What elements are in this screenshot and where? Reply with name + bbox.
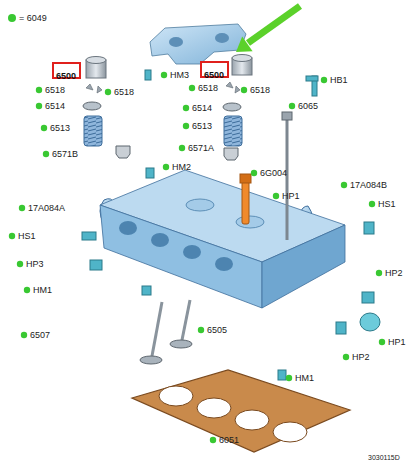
callout-dot [343, 354, 349, 360]
callout-number: HS1 [378, 198, 396, 210]
callout-number: 6513 [192, 120, 212, 132]
callout-dot [379, 339, 385, 345]
legend-text: = 6049 [19, 13, 47, 23]
callout-number: HM3 [170, 69, 189, 81]
callout-dots [9, 72, 385, 443]
callout-number: 6G004 [260, 167, 287, 179]
callout-dot [24, 287, 30, 293]
callout-dot [183, 123, 189, 129]
callout-number: 6518 [45, 84, 65, 96]
head-gasket [132, 370, 350, 452]
drawing-number: 3030115D [368, 452, 400, 464]
injector [240, 174, 251, 224]
callout-dot [17, 261, 23, 267]
callout-dot [105, 89, 111, 95]
callout-number: 6514 [45, 100, 65, 112]
head-bolt-head [282, 112, 292, 120]
callout-dot [21, 332, 27, 338]
callout-number: HP3 [26, 258, 44, 270]
callout-number: 6065 [298, 100, 318, 112]
callout-dot [321, 77, 327, 83]
callout-number: 6571B [52, 148, 78, 160]
callout-dot [36, 87, 42, 93]
valve [140, 300, 192, 364]
cylinder-head [100, 170, 345, 308]
callout-number: HM1 [33, 284, 52, 296]
callout-number: 6518 [198, 82, 218, 94]
callout-number: HM1 [295, 372, 314, 384]
pointer-arrow [236, 6, 300, 52]
callout-dot [241, 87, 247, 93]
callout-dot [189, 85, 195, 91]
callout-number: HS1 [18, 230, 36, 242]
callout-number: 6051 [219, 434, 239, 446]
callout-dot [369, 201, 375, 207]
valve-train-parts [83, 82, 242, 160]
callout-number: 6518 [114, 86, 134, 98]
callout-dot [289, 103, 295, 109]
callout-number: 6571A [188, 142, 214, 154]
callout-dot [161, 72, 167, 78]
tappet [86, 55, 252, 79]
callout-dot [163, 164, 169, 170]
callout-number: 6513 [50, 122, 70, 134]
callout-dot [179, 145, 185, 151]
callout-dot [273, 193, 279, 199]
highlighted-part-box: 6500 [52, 62, 81, 79]
callout-dot [286, 375, 292, 381]
callout-dot [251, 170, 257, 176]
plugs-and-bolts [82, 70, 380, 380]
callout-number: 6505 [207, 324, 227, 336]
callout-dot [376, 270, 382, 276]
callout-dot [41, 125, 47, 131]
callout-dot [19, 205, 25, 211]
highlighted-part-box: 6500 [200, 61, 229, 78]
callout-number: HP2 [385, 267, 403, 279]
legend-entry: = 6049 [8, 12, 47, 24]
callout-dot [9, 233, 15, 239]
callout-dot [43, 151, 49, 157]
callout-dot [341, 182, 347, 188]
callout-dot [210, 437, 216, 443]
part-number: 6500 [204, 70, 224, 81]
callout-number: 6518 [250, 84, 270, 96]
callout-number: 6507 [30, 329, 50, 341]
callout-number: HB1 [330, 74, 348, 86]
callout-number: HM2 [172, 161, 191, 173]
callout-dot [36, 103, 42, 109]
callout-number: HP2 [352, 351, 370, 363]
callout-dot [198, 327, 204, 333]
part-number: 6500 [56, 71, 76, 82]
head-bolt [286, 118, 289, 240]
callout-number: HP1 [388, 336, 406, 348]
legend-swatch [8, 14, 16, 22]
callout-dot [183, 105, 189, 111]
callout-number: 17A084B [350, 179, 387, 191]
callout-number: HP1 [282, 190, 300, 202]
callout-number: 17A084A [28, 202, 65, 214]
callout-number: 6514 [192, 102, 212, 114]
